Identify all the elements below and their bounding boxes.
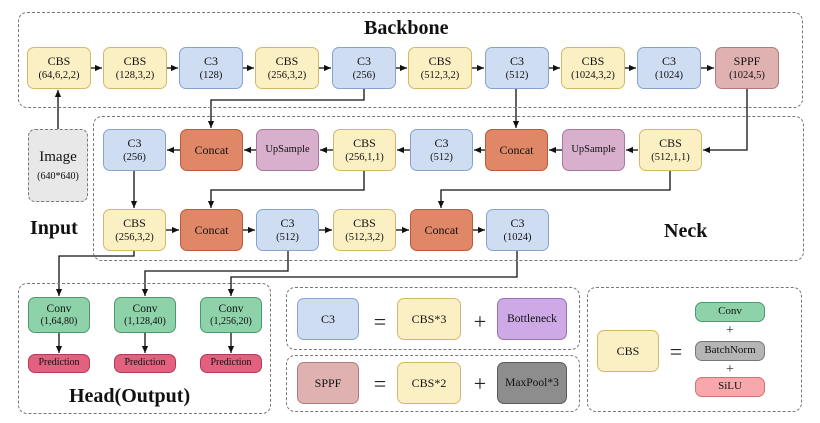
arrow-c3-256-to-concat1: [207, 89, 365, 128]
legend-sppf-equals: =: [373, 371, 387, 396]
arrow-sppf-to-neck: [703, 89, 748, 154]
legend-bottleneck: Bottleneck: [497, 298, 567, 340]
neck-c3-1024: C3(1024): [486, 209, 549, 251]
legend-sppf-box: SPPF: [297, 362, 359, 404]
neck-concat-2: Concat: [485, 129, 548, 171]
arrow-cbs512-1-1-to-concat4: [437, 171, 671, 208]
input-label: Input: [30, 217, 78, 239]
neck-cbs-256-3-2: CBS(256,3,2): [103, 209, 166, 251]
neck-c3-512: C3(512): [410, 129, 473, 171]
legend-c3-box: C3: [297, 298, 359, 340]
backbone-node-3: C3(128): [179, 47, 243, 89]
legend-plus-1: +: [726, 323, 734, 338]
head-prediction-3: Prediction: [200, 354, 262, 373]
backbone-region: [18, 12, 803, 108]
neck-concat-3: Concat: [180, 209, 243, 251]
neck-label: Neck: [664, 220, 708, 242]
head-label: Head(Output): [69, 385, 191, 407]
legend-sppf-plus: +: [473, 371, 487, 396]
backbone-node-6: CBS(512,3,2): [408, 47, 472, 89]
legend-c3-region: [286, 287, 580, 350]
backbone-node-5: C3(256): [332, 47, 396, 89]
neck-cbs-512-1-1: CBS(512,1,1): [639, 129, 702, 171]
backbone-node-4: CBS(256,3,2): [255, 47, 319, 89]
legend-cbs-equals: =: [669, 339, 683, 364]
legend-c3-plus: +: [473, 309, 487, 334]
backbone-label: Backbone: [364, 17, 449, 39]
legend-batchnorm: BatchNorm: [695, 341, 765, 361]
backbone-node-2: CBS(128,3,2): [103, 47, 167, 89]
neck-upsample-1: UpSample: [256, 129, 319, 171]
legend-silu: SiLU: [695, 377, 765, 397]
head-prediction-1: Prediction: [28, 354, 90, 373]
backbone-node-1: CBS(64,6,2,2): [27, 47, 91, 89]
backbone-node-7: C3(512): [485, 47, 549, 89]
backbone-node-sppf: SPPF(1024,5): [715, 47, 779, 89]
input-image-size: (640*640): [37, 170, 79, 182]
legend-cbs-region: [587, 287, 802, 412]
head-conv-2: Conv(1,128,40): [114, 297, 176, 333]
backbone-node-8: CBS(1024,3,2): [561, 47, 625, 89]
legend-plus-2: +: [726, 362, 734, 377]
neck-c3-512-row2: C3(512): [256, 209, 319, 251]
neck-cbs-256-1-1: CBS(256,1,1): [333, 129, 396, 171]
input-image-title: Image: [39, 148, 77, 165]
backbone-node-9: C3(1024): [637, 47, 701, 89]
head-conv-1: Conv(1,64,80): [28, 297, 90, 333]
head-region: [18, 283, 271, 414]
legend-cbs-box: CBS: [597, 330, 659, 372]
neck-concat-4: Concat: [410, 209, 473, 251]
neck-region: [93, 116, 804, 261]
legend-conv: Conv: [695, 302, 765, 322]
neck-c3-256: C3(256): [103, 129, 166, 171]
arrow-cbs256-1-1-to-concat3: [207, 171, 365, 208]
legend-c3-equals: =: [373, 309, 387, 334]
neck-concat-1: Concat: [180, 129, 243, 171]
head-prediction-2: Prediction: [114, 354, 176, 373]
neck-upsample-2: UpSample: [562, 129, 625, 171]
input-image-box: Image (640*640): [28, 129, 88, 202]
legend-sppf-region: [286, 355, 580, 412]
legend-maxpool: MaxPool*3: [497, 362, 567, 404]
head-conv-3: Conv(1,256,20): [200, 297, 262, 333]
arrow-p5-to-head-conv3: [227, 251, 518, 296]
neck-cbs-512-3-2: CBS(512,3,2): [333, 209, 396, 251]
legend-c3-cbs3: CBS*3: [397, 298, 461, 340]
legend-sppf-cbs2: CBS*2: [397, 362, 461, 404]
